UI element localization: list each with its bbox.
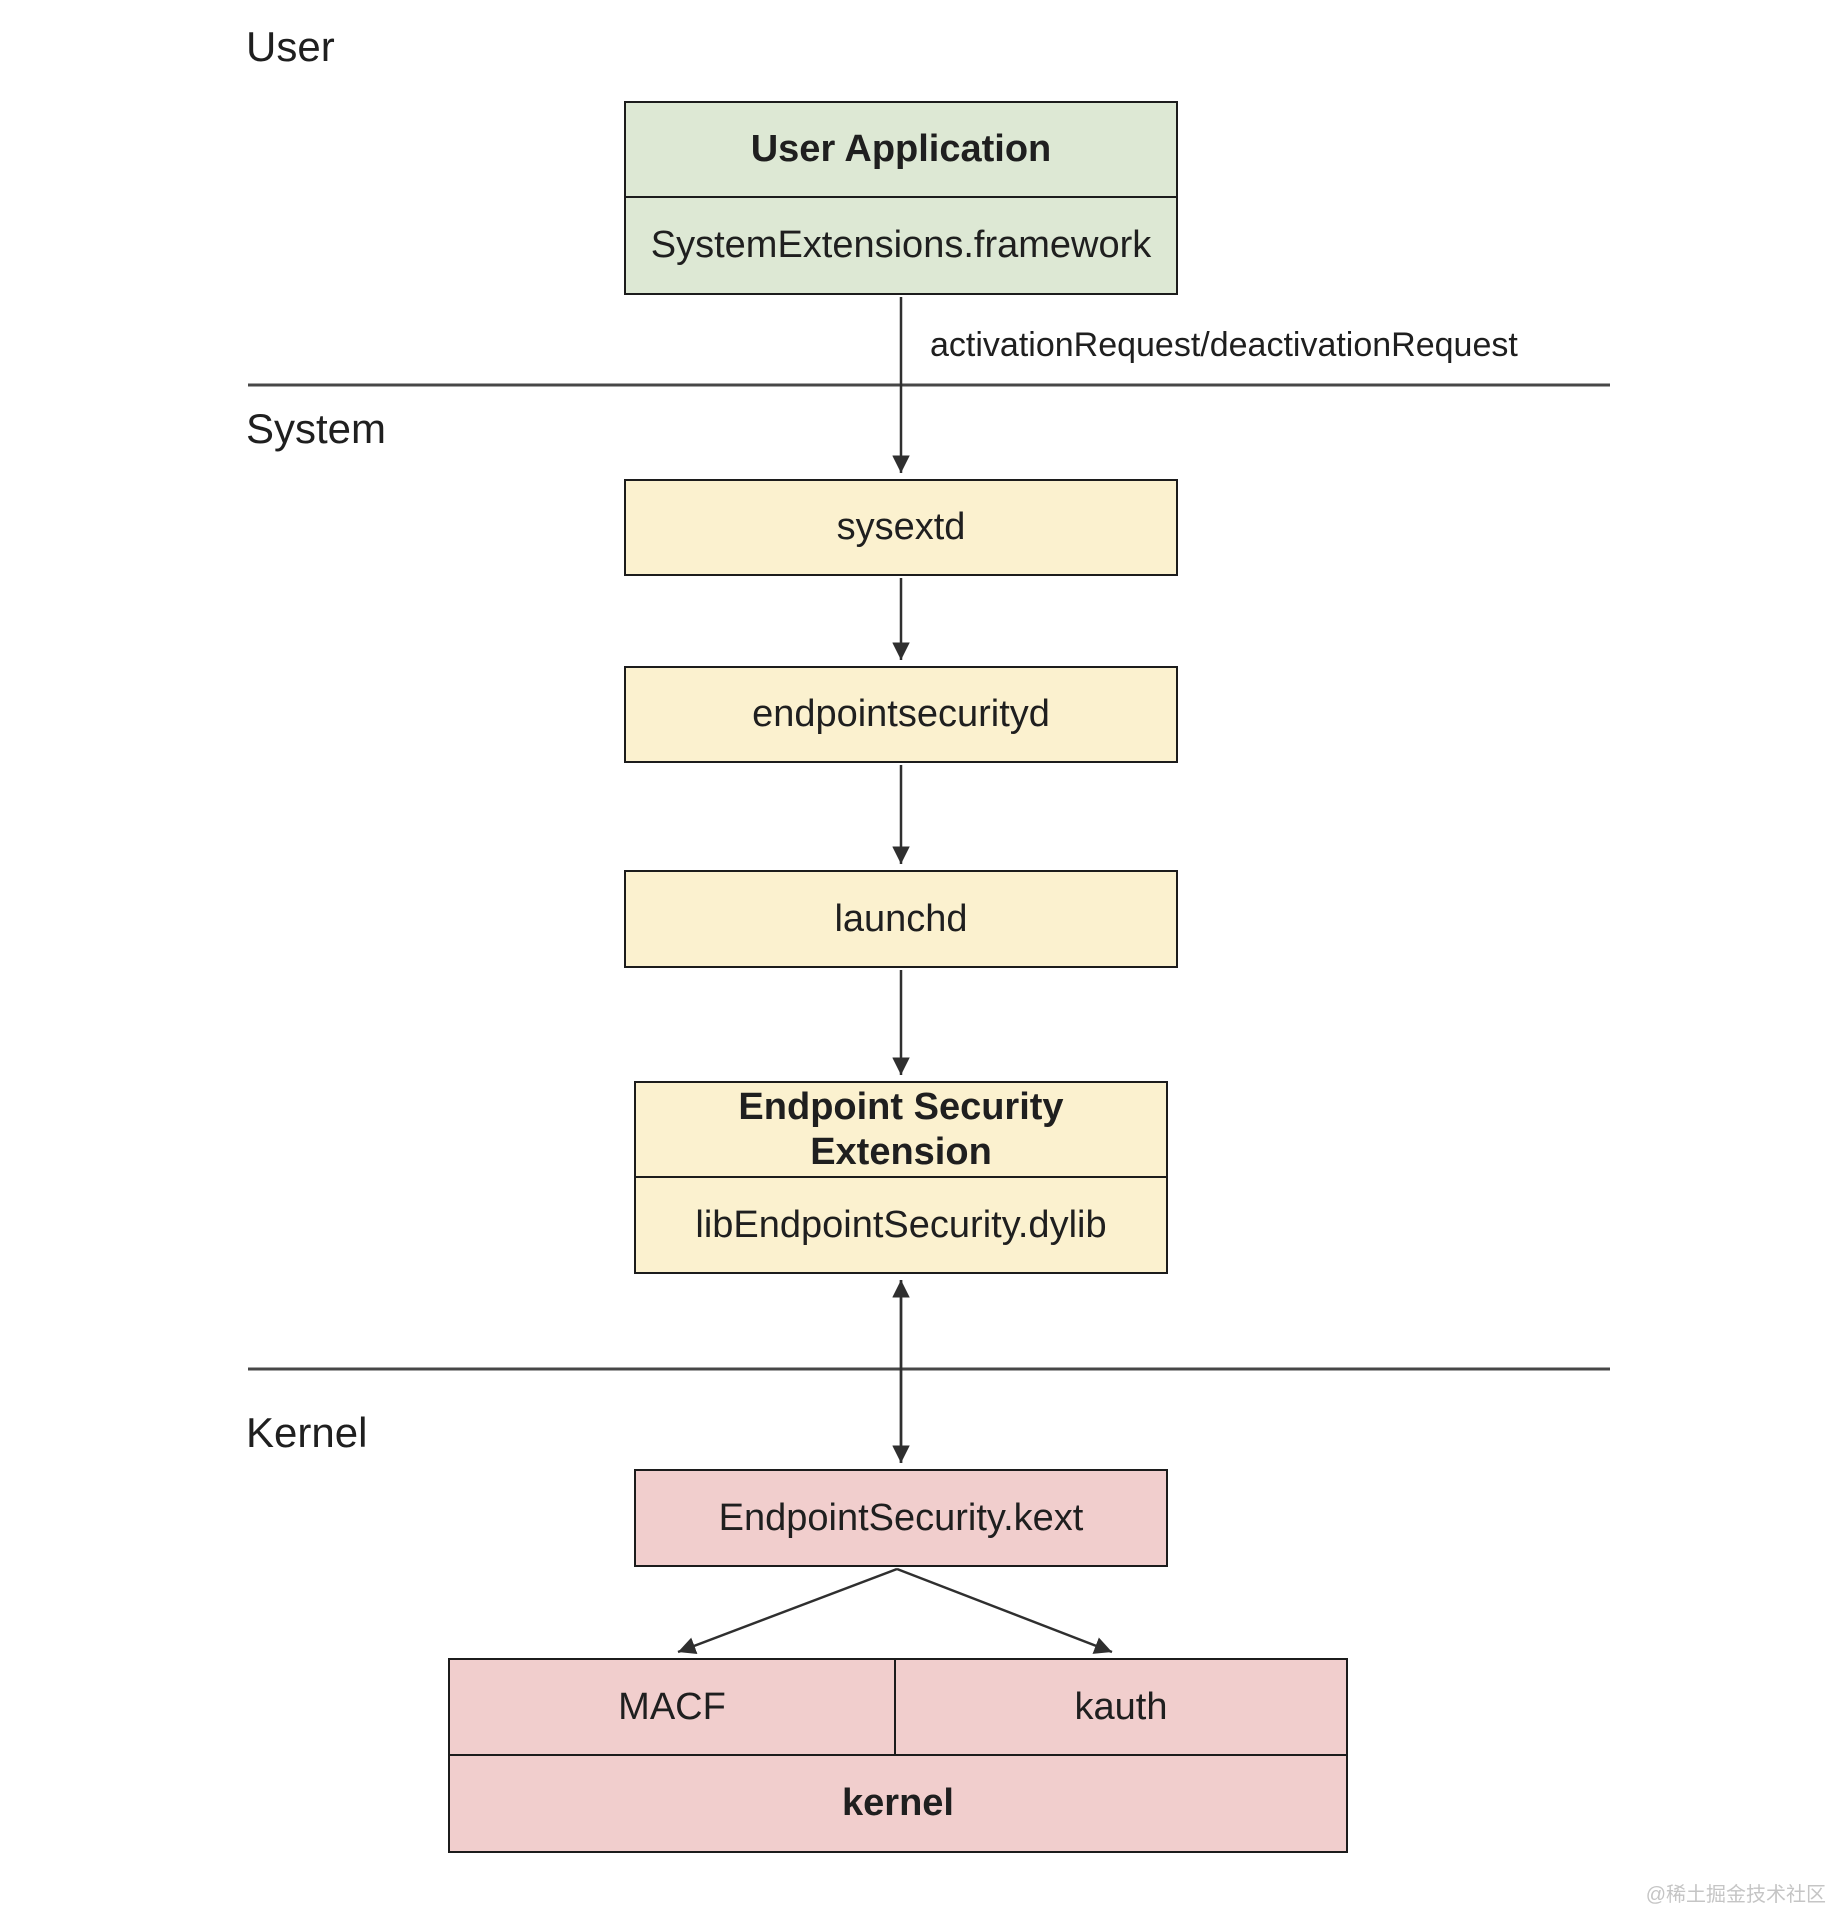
layer-label-system: System <box>246 405 387 452</box>
endpointsecurityd-box: endpointsecurityd <box>624 666 1178 763</box>
kernel-cell: kernel <box>450 1756 1346 1851</box>
launchd-label: launchd <box>834 897 968 940</box>
endpoint-security-kext-label: EndpointSecurity.kext <box>718 1496 1084 1539</box>
kauth-cell: kauth <box>896 1660 1346 1754</box>
kernel-internals-box: MACF kauth kernel <box>448 1658 1348 1853</box>
endpoint-security-extension-title: Endpoint Security Extension <box>636 1083 1166 1178</box>
arrow-kext-to-kauth <box>896 1567 1113 1654</box>
endpoint-security-extension-title-line1: Endpoint Security <box>738 1085 1064 1128</box>
kauth-label: kauth <box>1074 1685 1168 1728</box>
sysextd-label: sysextd <box>836 506 966 548</box>
kernel-label: kernel <box>842 1782 954 1824</box>
system-extensions-framework-label: SystemExtensions.framework <box>650 224 1152 266</box>
user-application-box: User Application SystemExtensions.framew… <box>624 101 1178 295</box>
layer-label-kernel: Kernel <box>246 1409 368 1456</box>
sysextd-box: sysextd <box>624 479 1178 576</box>
macf-label: MACF <box>618 1685 726 1728</box>
launchd-box: launchd <box>624 870 1178 968</box>
macf-cell: MACF <box>450 1660 896 1754</box>
arrow-kext-to-macf <box>677 1567 898 1654</box>
kernel-internals-top-row: MACF kauth <box>450 1660 1346 1756</box>
lib-endpoint-security-dylib-label: libEndpointSecurity.dylib <box>695 1203 1107 1246</box>
user-application-title: User Application <box>626 103 1176 198</box>
watermark: @稀土掘金技术社区 <box>1645 1884 1826 1906</box>
endpointsecurityd-label: endpointsecurityd <box>752 693 1050 735</box>
activation-request-edge-label: activationRequest/deactivationRequest <box>930 326 1518 364</box>
endpoint-security-extension-box: Endpoint Security Extension libEndpointS… <box>634 1081 1168 1274</box>
endpoint-security-kext-box: EndpointSecurity.kext <box>634 1469 1168 1567</box>
endpoint-security-extension-title-line2: Extension <box>810 1130 992 1173</box>
layer-label-user: User <box>246 23 335 70</box>
